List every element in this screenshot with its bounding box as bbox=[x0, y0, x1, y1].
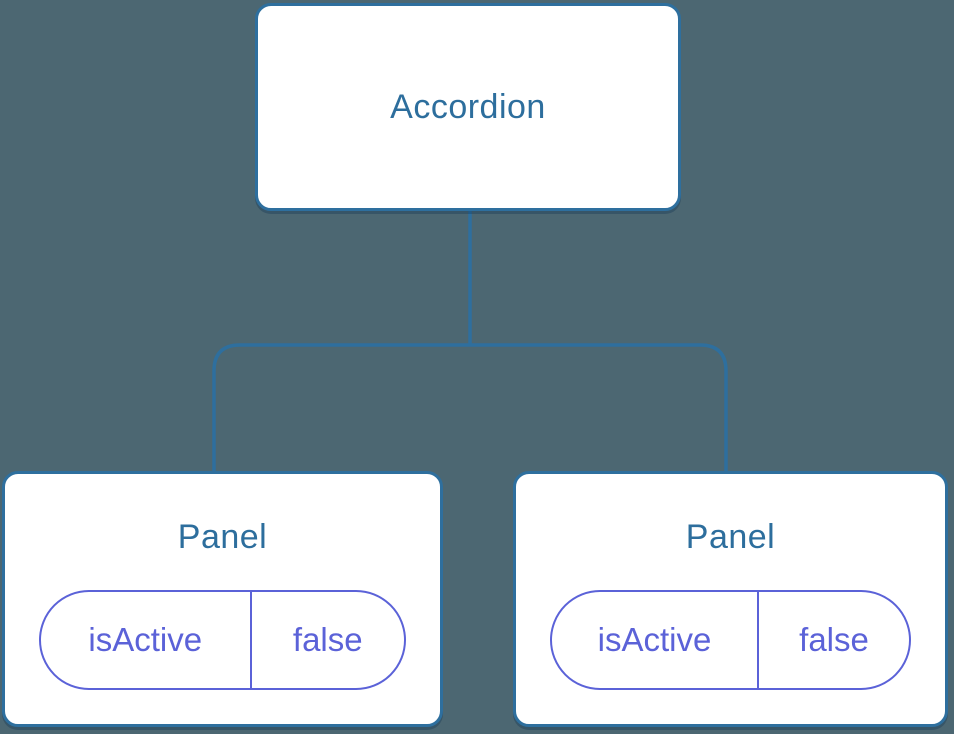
state-pill: isActive false bbox=[550, 590, 911, 690]
state-key-label: isActive bbox=[41, 592, 252, 688]
panel-node-right: Panel isActive false bbox=[513, 471, 948, 727]
accordion-node: Accordion bbox=[255, 3, 681, 211]
state-pill: isActive false bbox=[39, 590, 406, 690]
accordion-node-label: Accordion bbox=[390, 87, 546, 126]
state-key-label: isActive bbox=[552, 592, 760, 688]
panel-node-label: Panel bbox=[685, 518, 776, 556]
state-value-label: false bbox=[799, 621, 869, 658]
panel-node-label: Panel bbox=[177, 518, 268, 556]
state-value-label: false bbox=[292, 621, 363, 658]
panel-node-left: Panel isActive false bbox=[2, 471, 443, 727]
